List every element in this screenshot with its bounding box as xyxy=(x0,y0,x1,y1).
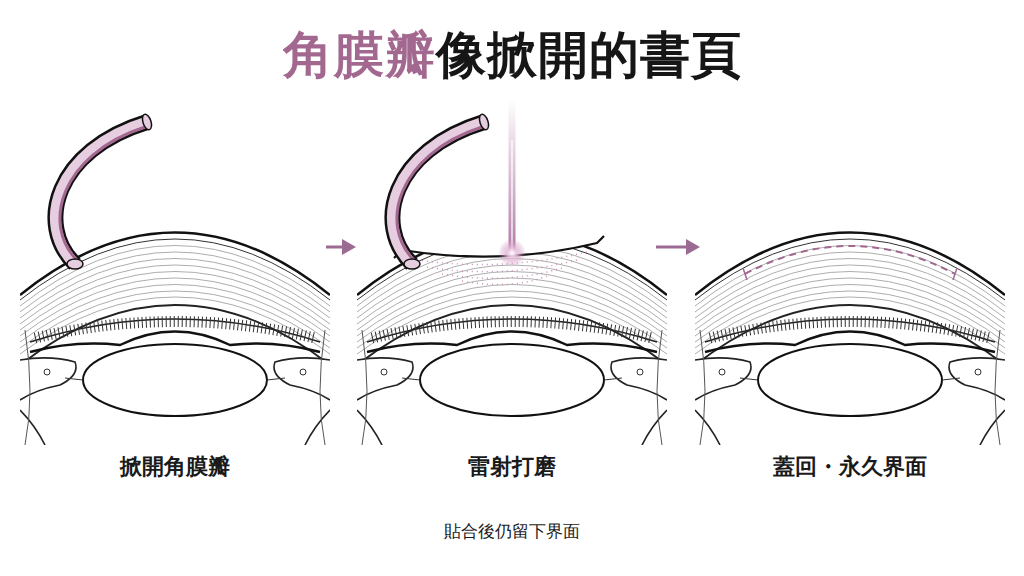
step-label: 雷射打磨 xyxy=(468,452,556,482)
step-label: 掀開角膜瓣 xyxy=(120,452,230,482)
step-label: 蓋回・永久界面 xyxy=(773,452,927,482)
diagram-title: 角膜瓣像掀開的書頁 xyxy=(283,22,742,89)
diagram-caption: 貼合後仍留下界面 xyxy=(444,520,580,543)
